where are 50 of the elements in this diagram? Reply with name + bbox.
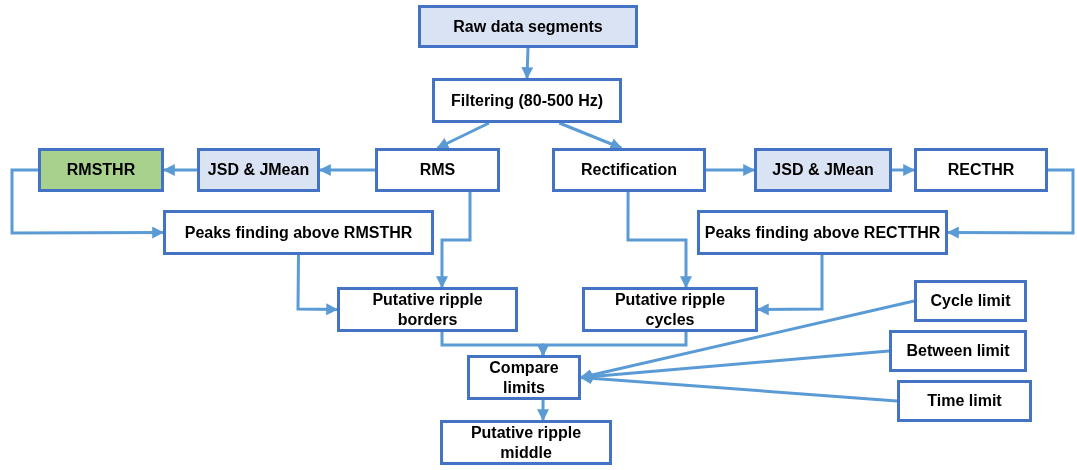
box-label: Peaks finding above RECTTHR [704, 222, 941, 243]
box-label: Putative ripple borders [371, 290, 484, 329]
box-label: Putative ripple middle [469, 423, 583, 462]
process-box [38, 148, 164, 192]
box-label: Raw data segments [453, 16, 603, 37]
process-box [337, 287, 518, 332]
arrow [579, 372, 898, 403]
process-box [440, 420, 612, 465]
process-box [418, 5, 638, 48]
box-label: RECTHR [947, 160, 1015, 180]
box-label: Between limit [906, 341, 1010, 361]
process-box [914, 280, 1027, 322]
arrow [706, 164, 756, 176]
arrow [558, 121, 623, 150]
process-box [197, 148, 320, 192]
arrow [946, 168, 1075, 239]
box-label: Rectification [581, 160, 677, 180]
arrow [537, 400, 550, 422]
arrow [892, 164, 916, 176]
process-box [582, 287, 758, 332]
box-label: Peaks finding above RMSTHR [184, 222, 413, 243]
box-label: Cycle limit [930, 291, 1011, 311]
arrow [162, 164, 197, 176]
process-box [467, 355, 581, 400]
arrow [10, 168, 165, 239]
box-label: Putative ripple cycles [613, 290, 727, 329]
box-label: Filtering (80-500 Hz) [451, 90, 603, 111]
box-label: Compare limits [488, 358, 560, 397]
process-box [375, 148, 500, 192]
process-box [432, 78, 622, 123]
arrow [318, 164, 375, 176]
arrow [436, 121, 490, 150]
arrow [436, 192, 472, 289]
box-label: RMSTHR [66, 160, 136, 180]
arrow [521, 47, 534, 80]
process-box [697, 210, 948, 255]
arrow [756, 255, 824, 316]
arrow [626, 192, 692, 289]
arrow [296, 255, 339, 316]
process-box [914, 148, 1048, 192]
process-box [552, 148, 706, 192]
box-label: JSD & JMean [207, 160, 310, 180]
process-box [889, 330, 1027, 372]
arrow [537, 332, 688, 357]
box-label: Time limit [927, 391, 1002, 411]
box-label: RMS [419, 160, 456, 180]
process-box [897, 380, 1032, 422]
box-label: JSD & JMean [772, 160, 874, 180]
process-box [163, 210, 434, 255]
process-box [754, 148, 892, 192]
